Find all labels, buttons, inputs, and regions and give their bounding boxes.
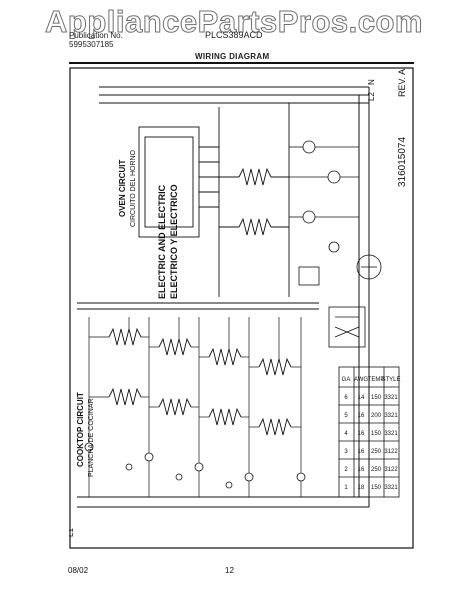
- publication-number: 5995307185: [69, 40, 114, 49]
- oven-control: [138, 107, 220, 297]
- wire-table-cell: 150: [371, 395, 382, 401]
- page-number: 12: [225, 566, 234, 575]
- line-l1-label: L1: [69, 528, 75, 537]
- wire-table-cell: 14: [358, 395, 365, 401]
- wire-table-cell: 3321: [384, 413, 398, 419]
- footer-date: 08/02: [68, 566, 89, 575]
- wire-table-header: STYLE: [381, 377, 400, 383]
- wire-table-cell: 16: [358, 413, 365, 419]
- wire-table-cell: 3321: [384, 431, 398, 437]
- wiring-diagram: ELECTRIC AND ELECTRIC ELECTRICO Y ELECTR…: [66, 67, 414, 549]
- cooktop-circuit-label: COOKTOP CIRCUIT: [76, 392, 85, 467]
- oven-elements: [219, 103, 290, 297]
- cooktop-circuit-label-es: PLANCHA DE COCINAR: [88, 398, 95, 477]
- wire-table-cell: 1: [344, 485, 348, 491]
- wire-table-cell: 250: [371, 467, 382, 473]
- section-title-en: ELECTRIC AND ELECTRIC: [157, 184, 167, 299]
- wire-table-cell: 16: [358, 431, 365, 437]
- line-l2-label: L2: [367, 92, 376, 101]
- wire-table-header: TEMP: [368, 377, 385, 383]
- line-n-label: N: [367, 79, 376, 85]
- wire-table-header: AWG: [354, 377, 368, 383]
- wire-table: [338, 366, 400, 498]
- cooktop-wiring: [88, 317, 302, 497]
- section-title-es: ELECTRICO Y ELECTRICO: [169, 184, 179, 299]
- wire-table-cell: 3122: [384, 467, 398, 473]
- diagram-outline: [69, 67, 414, 549]
- wire-table-cell: 5: [344, 413, 348, 419]
- wire-table-cell: 3321: [384, 395, 398, 401]
- oven-components: [289, 140, 359, 286]
- door-lock-detail: [328, 254, 382, 348]
- wire-table-cell: 200: [371, 413, 382, 419]
- wire-table-cell: 2: [344, 467, 348, 473]
- cooktop-elements: [108, 327, 292, 436]
- publication-label: Publication No.: [69, 31, 123, 40]
- wire-table-cell: 6: [344, 395, 348, 401]
- wire-table-cell: 3321: [384, 485, 398, 491]
- watermark: AppliancePartsPros.com: [45, 4, 423, 40]
- diagram-title: WIRING DIAGRAM: [195, 52, 270, 61]
- wire-table-cell: 18: [358, 485, 365, 491]
- bus-lines: [77, 86, 370, 508]
- wire-table-cell: 3: [344, 449, 348, 455]
- part-number: 316015074: [397, 137, 408, 187]
- revision-label: REV. A: [397, 69, 407, 97]
- model-code: PLCS389ACD: [205, 30, 263, 40]
- header-rule: [69, 62, 414, 64]
- wire-table-header: GA: [342, 377, 351, 383]
- oven-circuit-label: OVEN CIRCUIT: [118, 160, 127, 217]
- wire-table-cell: 250: [371, 449, 382, 455]
- wire-table-cell: 16: [358, 467, 365, 473]
- oven-circuit-label-es: CIRCUITO DEL HORNO: [130, 149, 137, 227]
- wire-table-cell: 4: [344, 431, 348, 437]
- wire-table-cell: 16: [358, 449, 365, 455]
- cooktop-switches: [84, 442, 306, 489]
- section-divider: [77, 302, 319, 310]
- wire-table-cell: 150: [371, 485, 382, 491]
- wire-table-cell: 150: [371, 431, 382, 437]
- wire-table-cell: 3122: [384, 449, 398, 455]
